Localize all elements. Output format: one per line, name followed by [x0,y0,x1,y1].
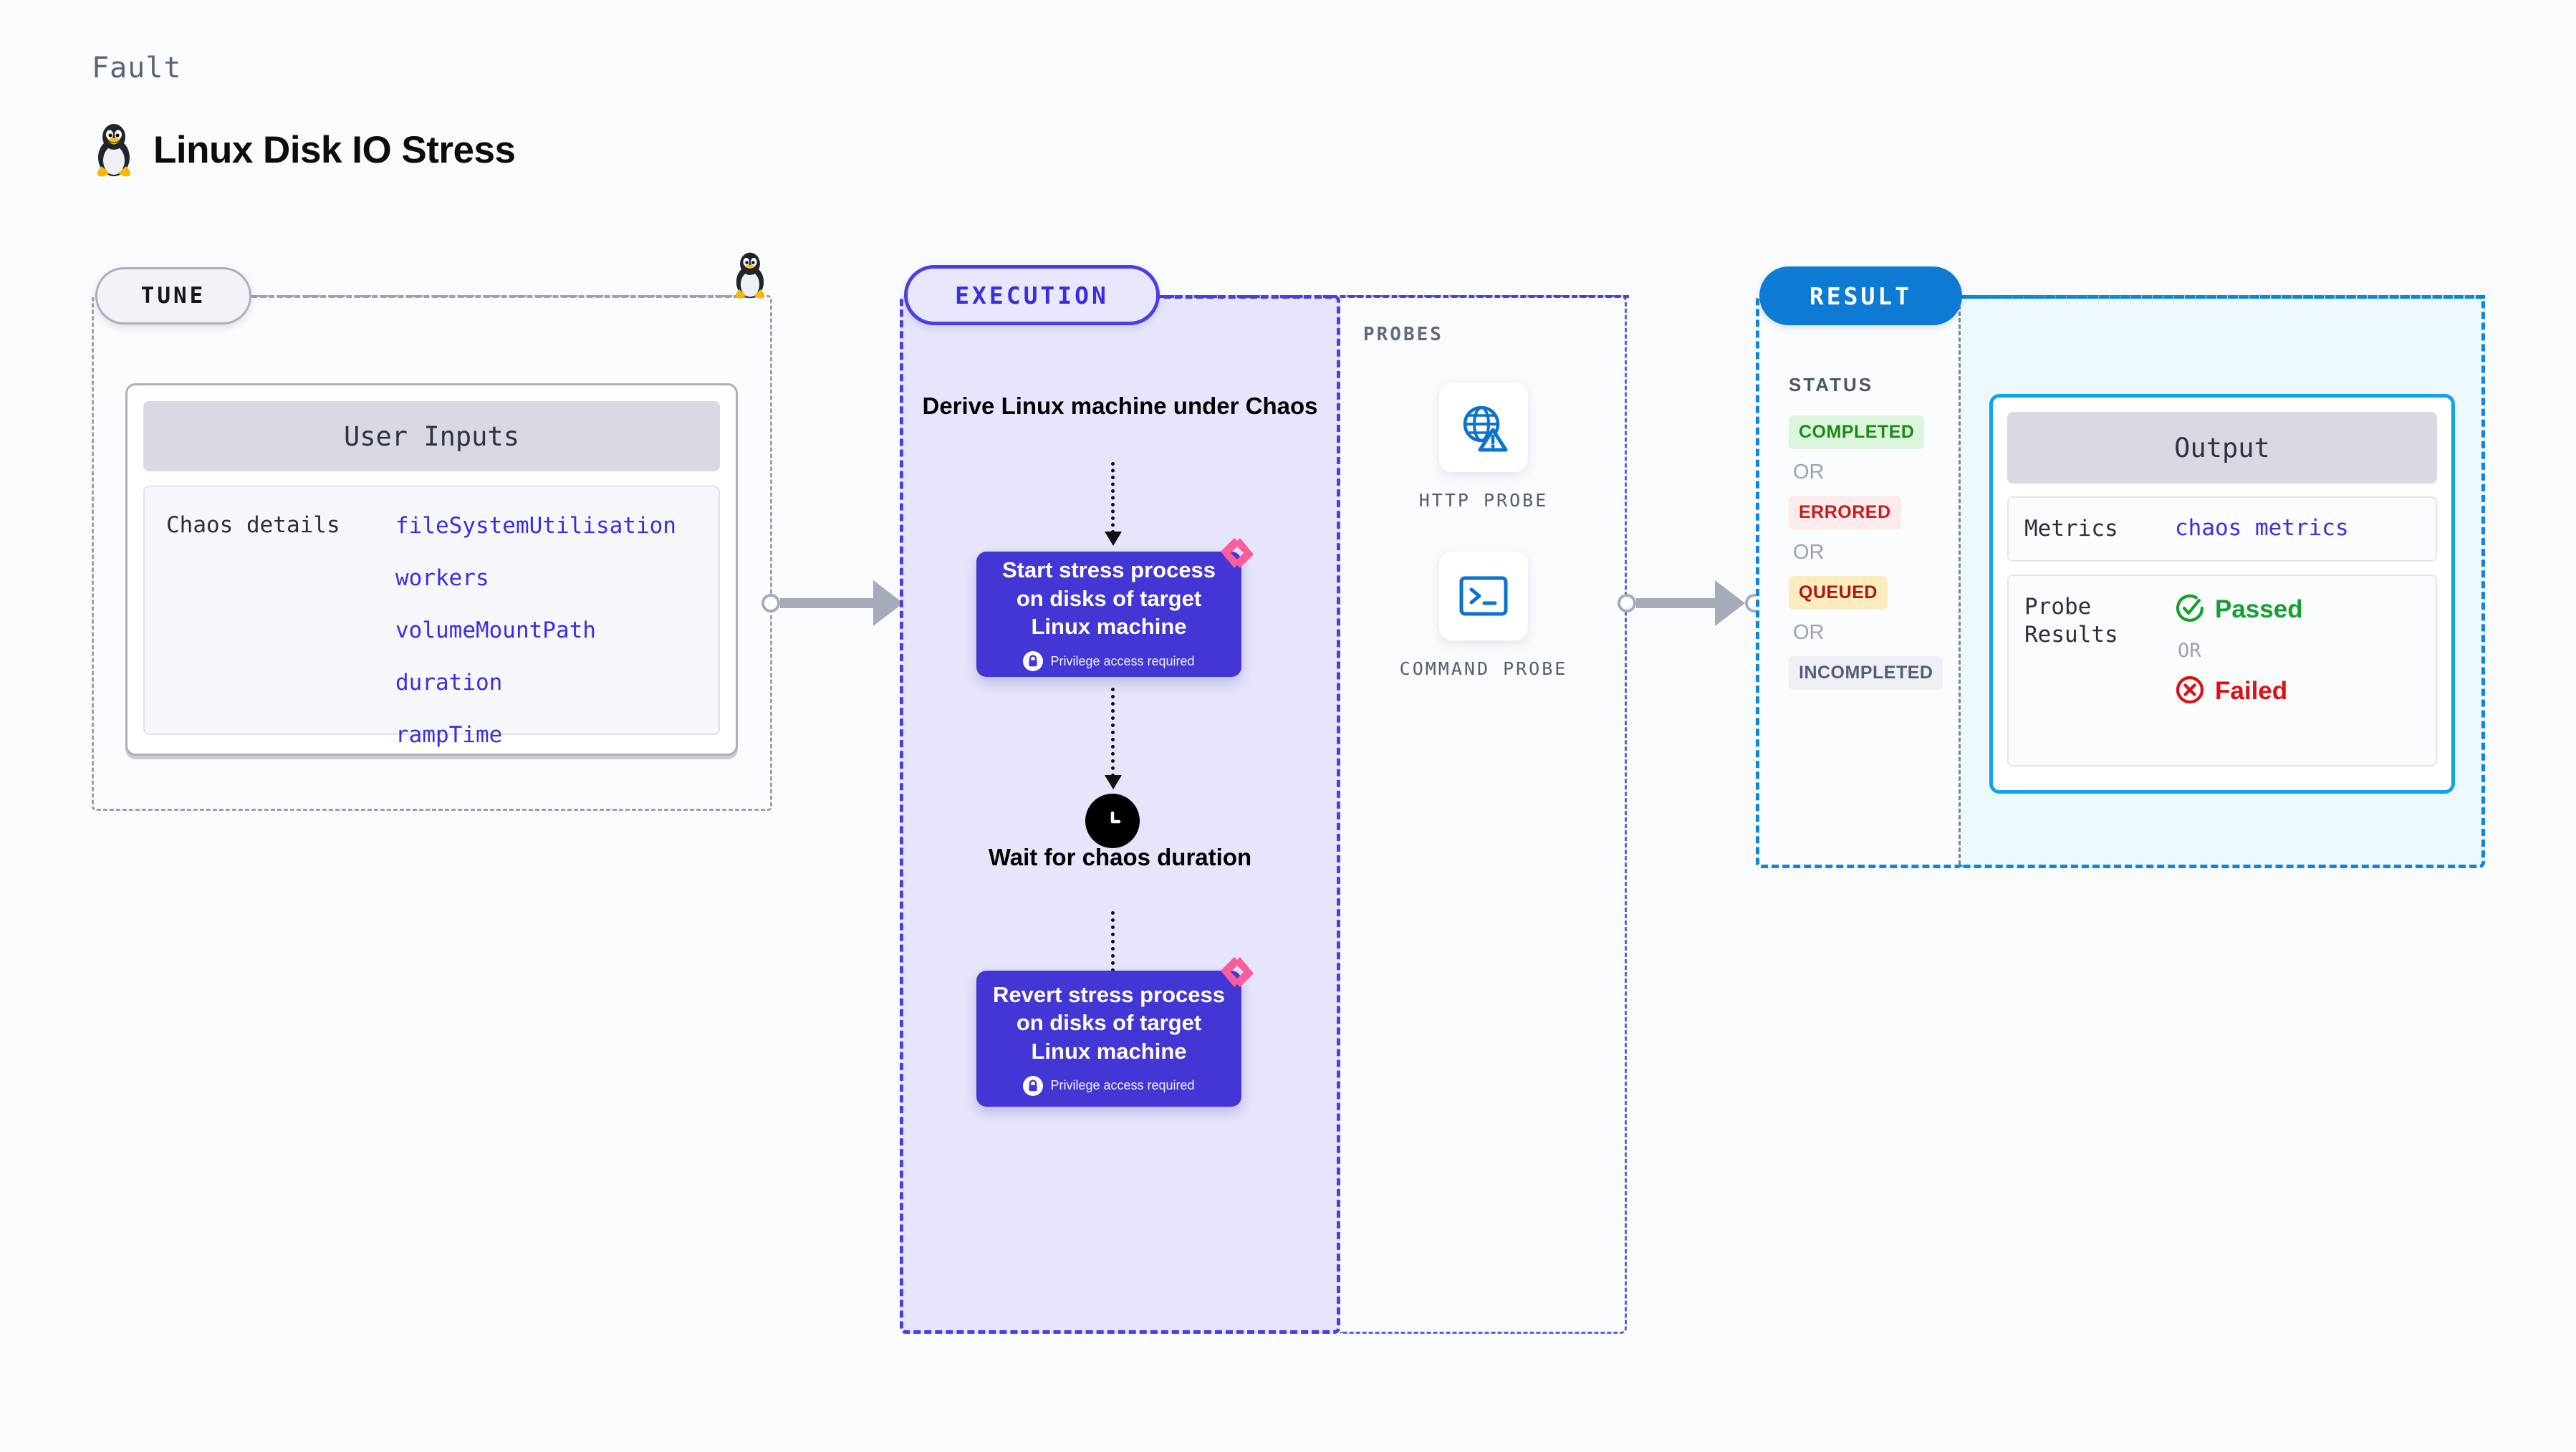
flow-arrow-head [1105,775,1122,789]
param-item[interactable]: rampTime [395,722,503,748]
param-item[interactable]: duration [395,670,503,696]
connector-arrowhead [873,580,903,626]
status-badge-queued: QUEUED [1789,576,1888,610]
status-or: OR [1793,541,1825,564]
execution-connector-line [1160,295,1629,298]
lock-icon [1023,1075,1044,1096]
status-or: OR [1793,461,1825,484]
terminal-icon [1439,552,1528,640]
probe-label: HTTP PROBE [1418,490,1549,511]
status-or: OR [1793,621,1825,644]
execution-step-start-stress[interactable]: Start stress process on disks of target … [976,538,1254,677]
output-probe-results-label: Probe Results [2024,593,2118,648]
chaos-details-body: Chaos details fileSystemUtilisation work… [143,486,720,748]
connector-arrowhead [1715,580,1745,626]
probe-label: COMMAND PROBE [1399,658,1568,679]
execution-step-wait: Wait for chaos duration [988,844,1252,870]
probe-results-values: Passed OR Failed [2175,593,2303,708]
output-metrics-value[interactable]: chaos metrics [2175,515,2349,541]
output-metrics-row: Metrics chaos metrics [2007,496,2437,562]
status-list: COMPLETED OR ERRORED OR QUEUED OR INCOMP… [1789,415,1953,690]
param-item[interactable]: volumeMountPath [395,617,596,643]
execution-step-derive: Derive Linux machine under Chaos [922,393,1318,419]
param-item[interactable]: fileSystemUtilisation [395,513,676,539]
privilege-badge: Privilege access required [1023,1075,1195,1096]
connector-execution-to-result [1618,580,1764,626]
step-title: Start stress process on disks of target … [1001,557,1216,640]
status-badge-completed: COMPLETED [1789,415,1925,449]
connector-node [761,594,780,612]
chaos-details-values: fileSystemUtilisation workers volumeMoun… [395,513,676,748]
tune-connector-line [251,295,756,298]
status-badge-errored: ERRORED [1789,496,1901,529]
probe-command[interactable]: COMMAND PROBE [1340,552,1627,681]
page-title: Linux Disk IO Stress [92,122,516,178]
flow-arrow-line [1111,462,1115,534]
execution-step-revert-stress[interactable]: Revert stress process on disks of target… [976,957,1254,1107]
clock-icon [1085,794,1140,848]
flow-arrow-line [1111,688,1115,777]
privilege-badge-text: Privilege access required [1050,653,1195,668]
connector-bar [1636,598,1715,608]
probe-passed-label: Passed [2215,595,2303,624]
param-item[interactable]: workers [395,565,489,591]
connector-node [1618,594,1636,612]
connector-tune-to-execution [761,580,922,626]
user-inputs-header: User Inputs [143,401,720,471]
linux-tux-icon-small [731,251,769,303]
output-header: Output [2007,412,2437,484]
result-connector-line [1962,295,2485,299]
flow-arrow-line [1111,911,1115,979]
probe-failed-label: Failed [2215,677,2288,706]
probes-title: PROBES [1363,324,1443,345]
probe-http[interactable]: HTTP PROBE [1340,383,1627,513]
lock-icon [1023,651,1044,672]
output-metrics-label: Metrics [2024,516,2118,542]
status-title: STATUS [1789,374,1874,395]
linux-tux-icon [92,122,136,178]
litmus-logo-icon [1219,955,1256,993]
status-badge-incompleted: INCOMPLETED [1789,656,1943,690]
fault-kicker: Fault [92,52,182,85]
tune-chip[interactable]: TUNE [95,267,251,324]
step-title: Revert stress process on disks of target… [993,981,1225,1064]
probe-result-failed: Failed [2175,675,2303,708]
output-card: Output Metrics chaos metrics Probe Resul… [1989,394,2455,794]
result-chip[interactable]: RESULT [1759,266,1962,325]
execution-chip[interactable]: EXECUTION [904,265,1160,325]
connector-bar [780,598,873,608]
probe-result-or: OR [2178,639,2201,662]
probe-result-passed: Passed [2175,593,2303,627]
output-probe-results-row: Probe Results Passed OR [2007,574,2437,766]
globe-warning-icon [1439,383,1528,472]
privilege-badge-text: Privilege access required [1050,1078,1195,1093]
page-title-text: Linux Disk IO Stress [153,128,516,171]
litmus-logo-icon [1219,536,1256,574]
privilege-badge: Privilege access required [1023,651,1195,672]
x-circle-icon [2175,675,2205,708]
flow-arrow-head [1105,532,1122,546]
check-circle-icon [2175,593,2205,627]
chaos-details-label: Chaos details [166,512,340,538]
user-inputs-card: User Inputs Chaos details fileSystemUtil… [125,383,738,756]
